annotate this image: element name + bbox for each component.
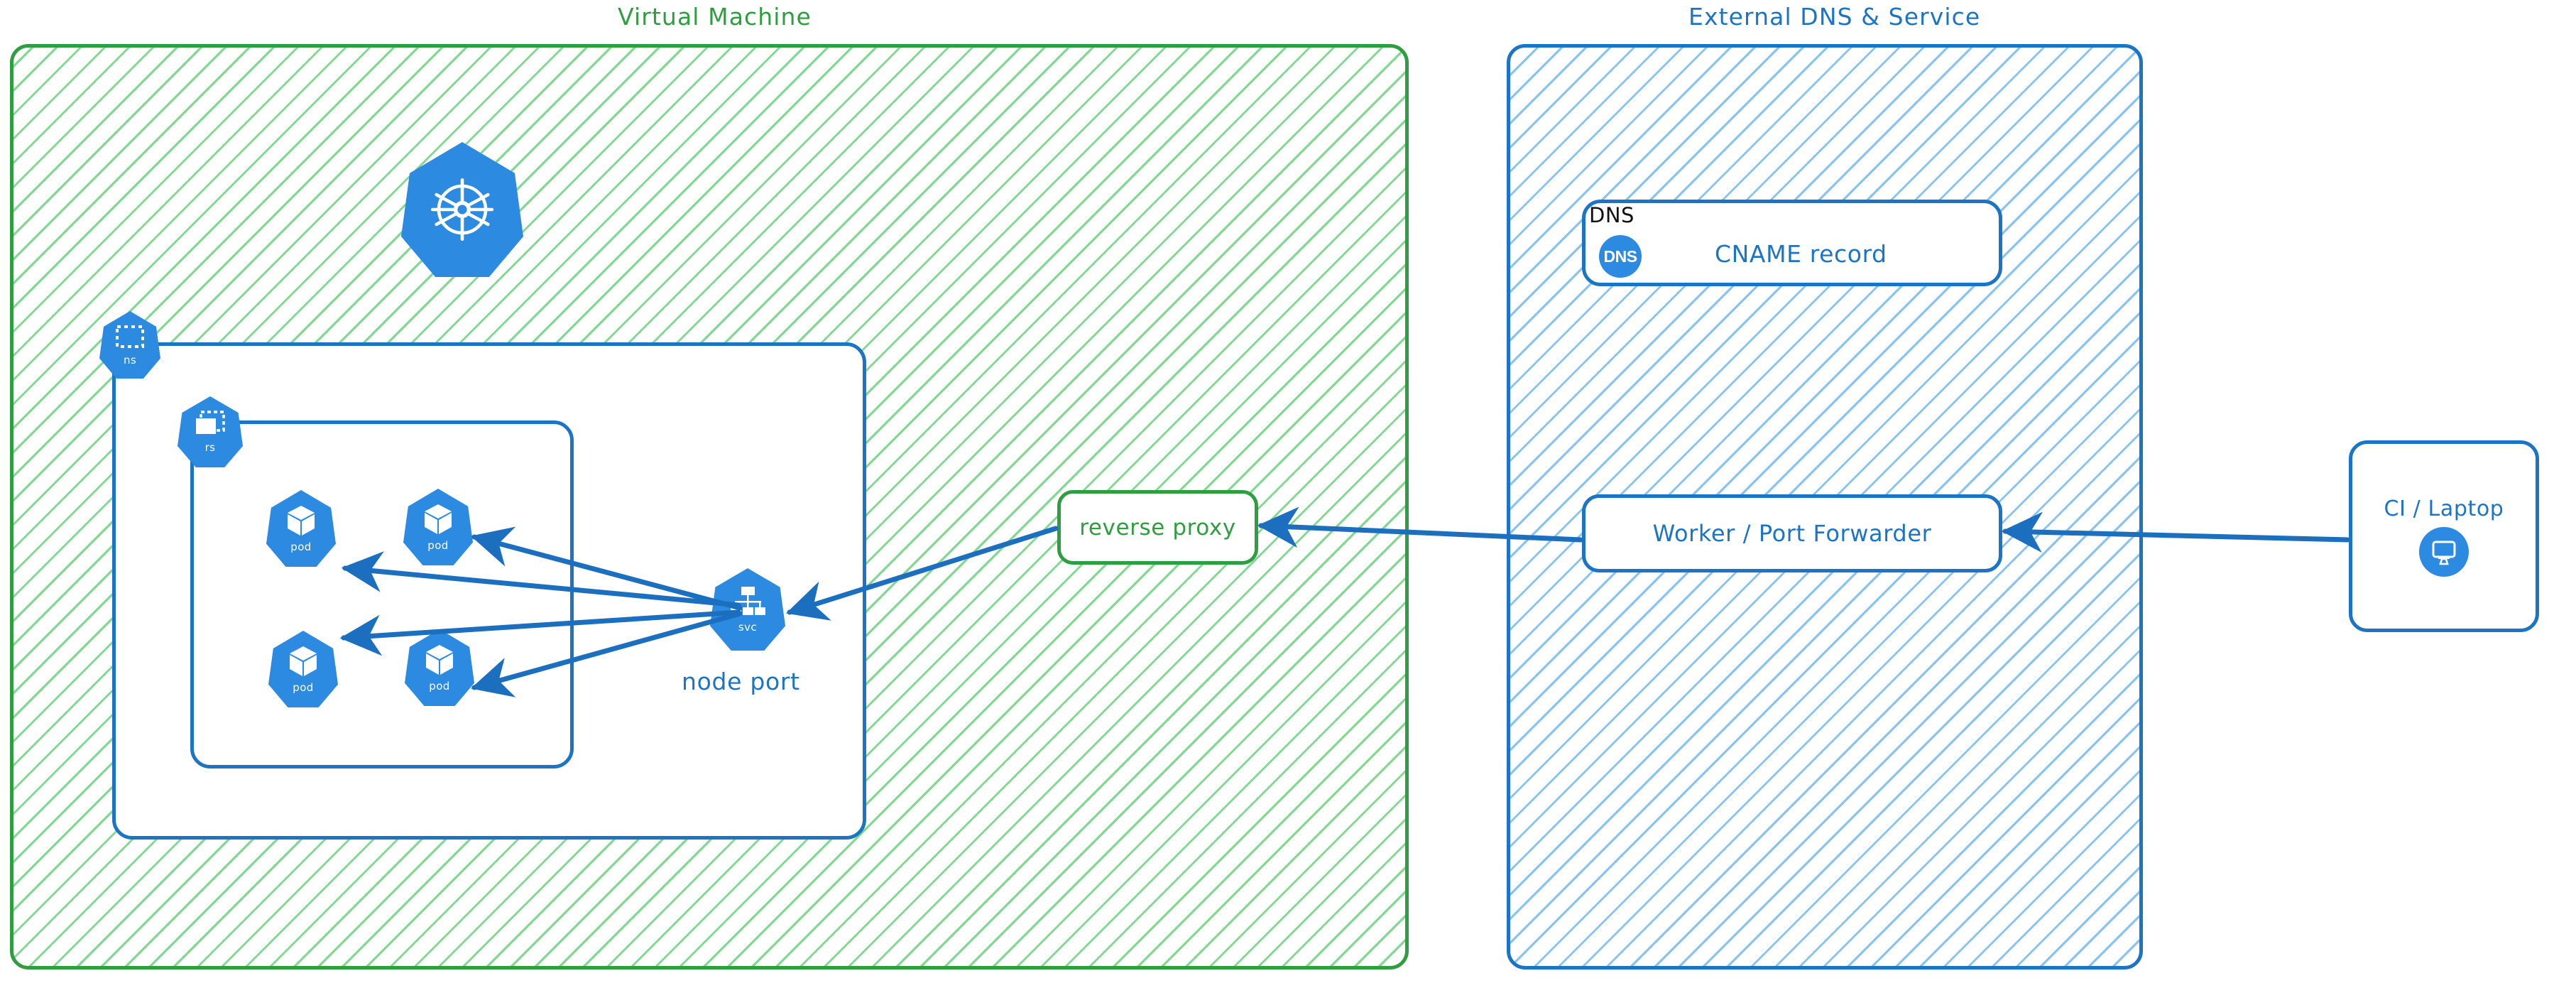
replicaset-badge-caption: rs	[204, 441, 216, 454]
cube-icon	[425, 504, 452, 534]
reverse-proxy-node[interactable]: reverse proxy	[1057, 490, 1258, 565]
kubernetes-helm-icon	[430, 178, 494, 241]
cube-icon	[288, 506, 315, 536]
worker-label: Worker / Port Forwarder	[1652, 520, 1932, 547]
monitor-icon	[2419, 526, 2469, 577]
dns-circle-icon: DNS	[1599, 235, 1642, 278]
ci-laptop-label: CI / Laptop	[2384, 496, 2504, 521]
stacked-dashed-rectangles-icon	[196, 411, 225, 434]
cube-icon	[426, 645, 453, 675]
service-tree-icon	[731, 587, 765, 615]
pod-badge-caption: pod	[293, 681, 314, 694]
worker-port-forwarder-node[interactable]: Worker / Port Forwarder	[1582, 494, 2002, 572]
dashed-square-icon	[116, 325, 144, 348]
pod-badge-caption: pod	[427, 539, 449, 552]
replicaset-container[interactable]	[190, 420, 574, 769]
pod-badge-caption: pod	[429, 680, 450, 693]
dns-record-label: CNAME record	[1715, 240, 1887, 268]
pod-badge-caption: pod	[290, 541, 312, 553]
service-badge-caption: svc	[738, 621, 758, 634]
ci-laptop-node[interactable]: CI / Laptop	[2349, 440, 2539, 632]
virtual-machine-group-title: Virtual Machine	[618, 3, 812, 31]
dns-record-node[interactable]	[1582, 200, 2002, 286]
dns-icon-text: DNS	[1603, 246, 1637, 266]
external-dns-service-group-title: External DNS & Service	[1688, 3, 1981, 31]
reverse-proxy-label: reverse proxy	[1079, 514, 1236, 541]
node-port-label: node port	[682, 668, 800, 695]
namespace-badge-caption: ns	[123, 353, 137, 366]
monitor-glyph	[2432, 541, 2456, 565]
dns-kind-label: DNS	[1589, 203, 1634, 227]
cube-icon	[290, 646, 317, 676]
